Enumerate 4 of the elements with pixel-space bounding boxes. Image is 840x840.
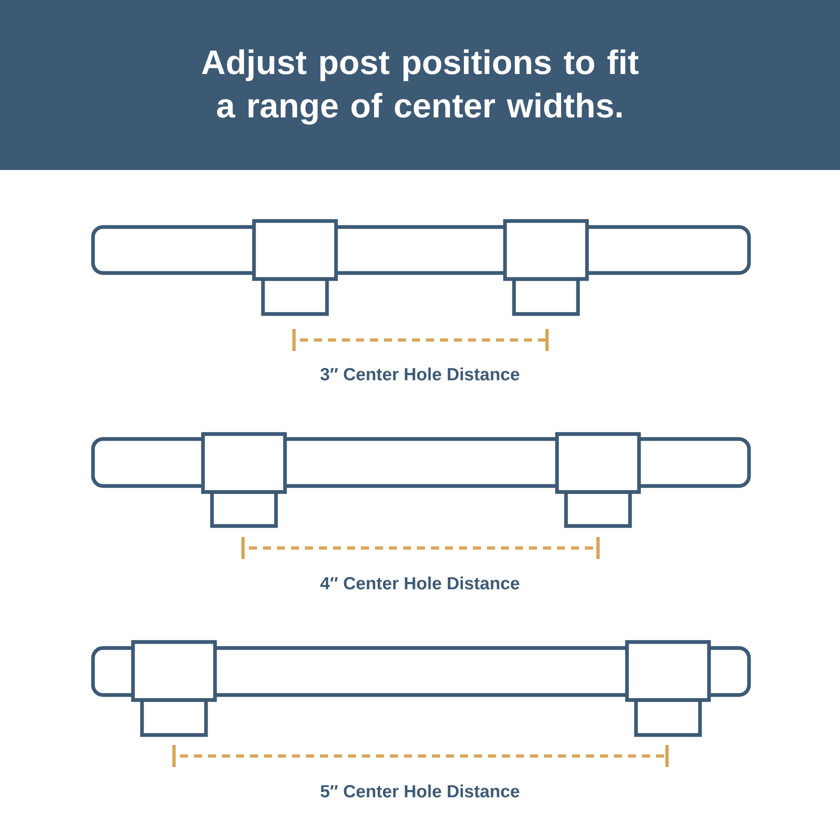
title: Adjust post positions to fit a range of center widths. xyxy=(202,49,639,125)
dimension-label: 4″ Center Hole Distance xyxy=(320,576,520,590)
dimension-label: 3″ Center Hole Distance xyxy=(320,368,520,380)
dimension-label: 5″ Center Hole Distance xyxy=(320,784,520,798)
